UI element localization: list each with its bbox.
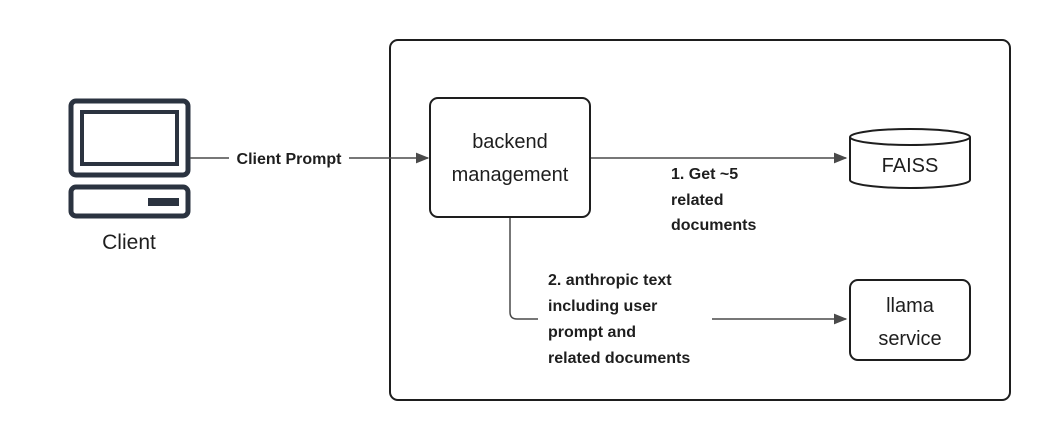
faiss-label: FAISS [882, 155, 939, 177]
backend-node [429, 97, 591, 218]
anthropic-arrow [509, 218, 848, 325]
client-prompt-label: Client Prompt [237, 151, 343, 168]
anthropic-label-line2: including user [548, 298, 657, 315]
backend-label-line2: management [452, 164, 569, 186]
llama-node [849, 279, 971, 361]
llama-label-line2: service [878, 328, 941, 350]
anthropic-label-line1: 2. anthropic text [548, 272, 672, 289]
anthropic-label-line3: prompt and [548, 324, 636, 341]
get-docs-label-line3: documents [671, 217, 756, 234]
get-docs-label-line2: related [671, 192, 723, 209]
faiss-database [849, 128, 971, 189]
system-container [389, 39, 1011, 401]
llama-label-line1: llama [886, 295, 935, 317]
backend-label-line1: backend [472, 131, 548, 153]
get-docs-label-line1: 1. Get ~5 [671, 166, 738, 183]
computer-icon [68, 98, 191, 219]
anthropic-label-line4: related documents [548, 350, 690, 367]
client-label: Client [102, 231, 156, 254]
